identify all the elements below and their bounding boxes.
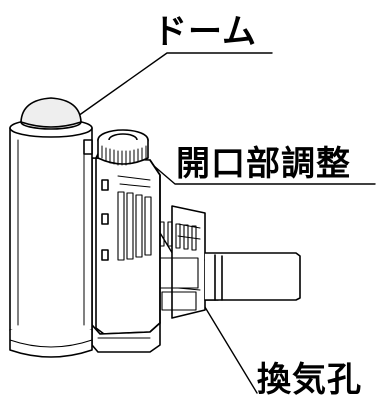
label-opening-adjust: 開口部調整: [176, 144, 351, 184]
main-cylinder: [9, 118, 93, 358]
label-dome: ドーム: [153, 12, 257, 52]
leader-dome: [77, 52, 273, 117]
opening-adjust-ring: [97, 129, 149, 166]
label-vent-holes: 換気孔: [257, 360, 362, 400]
rail-tray: [157, 205, 301, 319]
middle-housing: [91, 149, 161, 353]
dome-cap: [20, 97, 82, 130]
vent-holes: [117, 175, 152, 261]
